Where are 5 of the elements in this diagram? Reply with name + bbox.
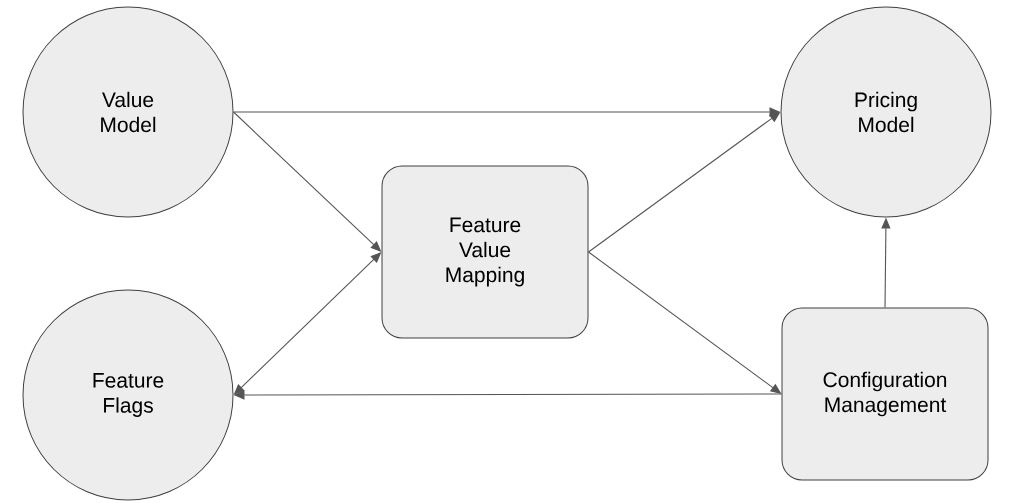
circle-node: Pricing Model — [780, 6, 992, 218]
process-box: Configuration Management — [781, 307, 989, 481]
process-box: Feature Value Mapping — [381, 165, 589, 339]
circle-node: Value Model — [22, 6, 234, 218]
circle-node: Feature Flags — [22, 289, 234, 501]
